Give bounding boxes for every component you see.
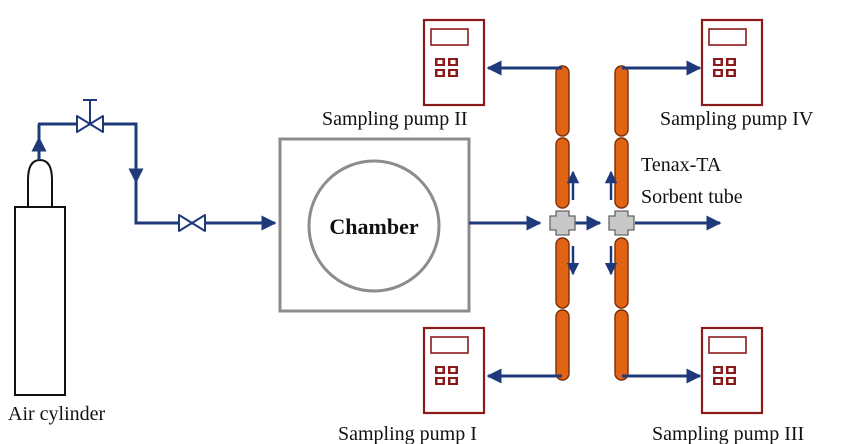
chamber-label: Chamber xyxy=(329,214,418,239)
air-cylinder-icon xyxy=(14,158,66,396)
sampling-pump-icon xyxy=(700,326,764,415)
inlet-pipe xyxy=(37,122,258,225)
air-cylinder-label: Air cylinder xyxy=(8,403,106,425)
pump-3-label: Sampling pump III xyxy=(652,423,804,444)
pump-2-label: Sampling pump II xyxy=(322,108,468,130)
pump-4-label: Sampling pump IV xyxy=(660,108,814,130)
sampling-pump-icon xyxy=(700,18,764,107)
sampling-pump-icon xyxy=(422,326,486,415)
tenax-label-line2: Sorbent tube xyxy=(641,186,743,208)
valve-icon xyxy=(76,99,104,133)
pump-lines xyxy=(486,60,702,384)
tenax-label-line1: Tenax-TA xyxy=(641,154,722,176)
sorbent-tube-icon xyxy=(555,65,629,381)
cross-connector-icon xyxy=(549,210,635,236)
tube-flow-arrows xyxy=(566,170,618,276)
sampling-pump-icon xyxy=(422,18,486,107)
chamber-icon xyxy=(278,137,471,313)
valve-icon xyxy=(178,214,206,232)
inlet-arrows xyxy=(31,136,277,231)
pump-1-label: Sampling pump I xyxy=(338,423,477,444)
